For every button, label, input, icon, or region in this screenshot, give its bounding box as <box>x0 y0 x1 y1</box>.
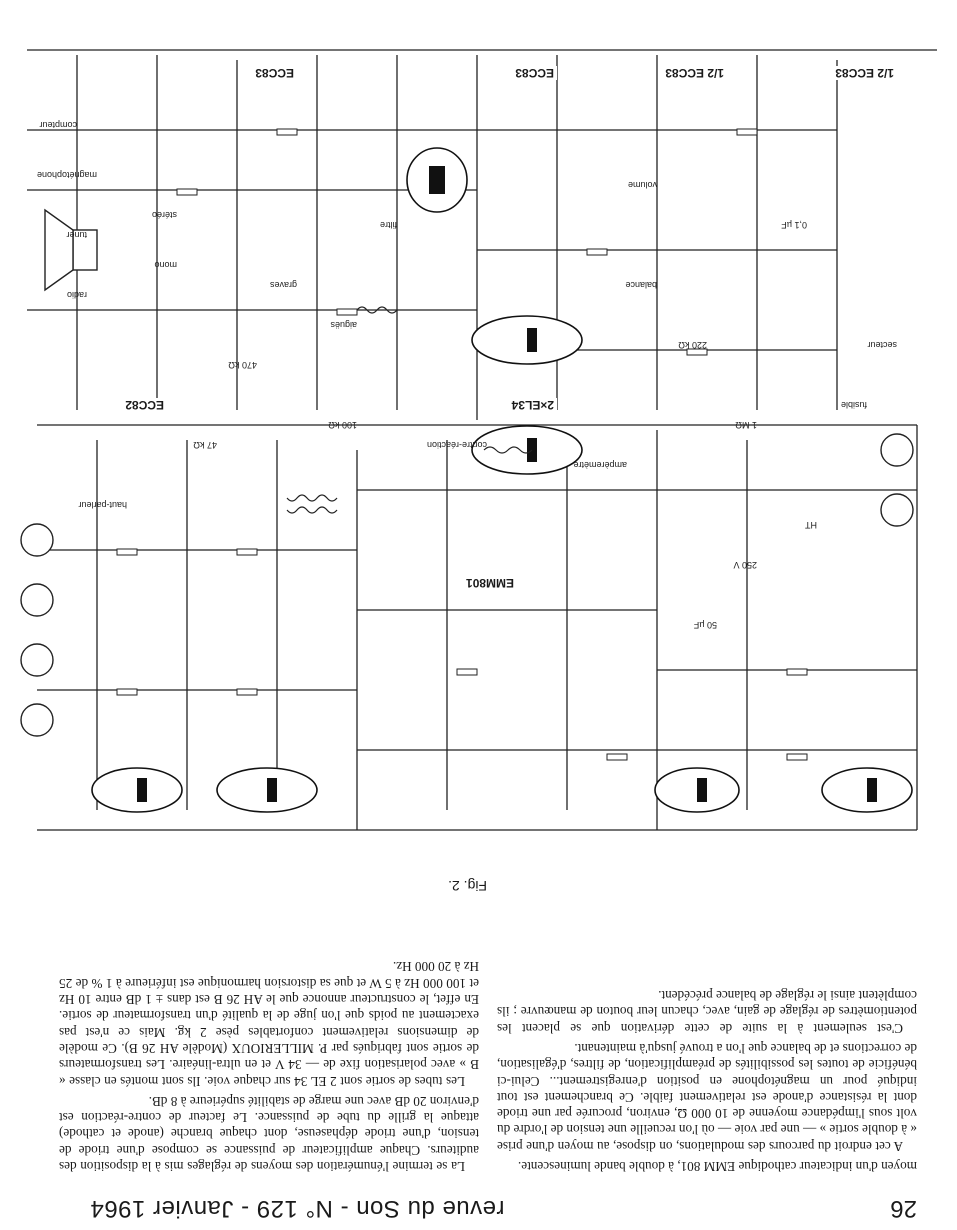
schematic-label: HT <box>805 520 817 530</box>
schematic-label: volume <box>627 180 657 190</box>
tube-label: 1/2 ECC83 <box>832 66 897 80</box>
running-head: revue du Son - N° 129 - Janvier 1964 <box>90 1195 505 1222</box>
schematic-label: mono <box>154 260 177 270</box>
schematic-label: contre-réaction <box>426 440 487 450</box>
text-column-left: moyen d'un indicateur cathodique EMM 801… <box>497 983 917 1174</box>
circuit-schematic <box>20 49 937 831</box>
schematic-label: stéréo <box>151 210 177 220</box>
schematic-label: tuner <box>66 230 87 240</box>
schematic-label: magnétophone <box>36 170 97 180</box>
tube-label: ECC83 <box>512 66 557 80</box>
tube-label: ECC83 <box>252 66 297 80</box>
paragraph: moyen d'un indicateur cathodique EMM 801… <box>518 1159 917 1174</box>
schematic-label: 220 kΩ <box>678 340 707 350</box>
schematic-label: secteur <box>867 340 897 350</box>
schematic-label: fusible <box>840 400 867 410</box>
paragraph: La se termine l'énumération des moyens d… <box>59 1093 479 1174</box>
figure-caption: Fig. 2. <box>448 878 487 894</box>
tube-label: EMM801 <box>462 576 517 590</box>
paragraph: A cet endroit du parcours des modulation… <box>497 1040 917 1154</box>
schematic-label: 250 V <box>733 560 757 570</box>
schematic-label: 470 kΩ <box>228 360 257 370</box>
page-number: 26 <box>890 1195 917 1222</box>
schematic-label: filtre <box>379 220 397 230</box>
page-header: 26 revue du Son - N° 129 - Janvier 1964 <box>0 1182 957 1222</box>
schematic-label: radio <box>66 290 87 300</box>
schematic-label: compteur <box>39 120 77 130</box>
paragraph: Les tubes de sortie sont 2 EL 34 sur cha… <box>59 959 479 1089</box>
schematic-label: haut-parleur <box>78 500 127 510</box>
schematic-label: graves <box>269 280 297 290</box>
tube-label: ECC82 <box>122 398 167 412</box>
text-column-right: La se termine l'énumération des moyens d… <box>59 954 479 1174</box>
schematic-label: 100 kΩ <box>328 420 357 430</box>
schematic-label: 0,1 µF <box>781 220 807 230</box>
schematic-label: ampèremètre <box>573 460 627 470</box>
tube-label: 1/2 ECC83 <box>662 66 727 80</box>
schematic-label: 50 µF <box>693 620 717 630</box>
schematic-label: balance <box>625 280 657 290</box>
schematic-label: 47 kΩ <box>193 440 217 450</box>
paragraph: C'est seulement à la suite de cette déri… <box>497 988 917 1036</box>
tube-label: 2×EL34 <box>508 398 557 412</box>
schematic-label: 1 MΩ <box>735 420 757 430</box>
schematic-label: aiguës <box>330 320 357 330</box>
